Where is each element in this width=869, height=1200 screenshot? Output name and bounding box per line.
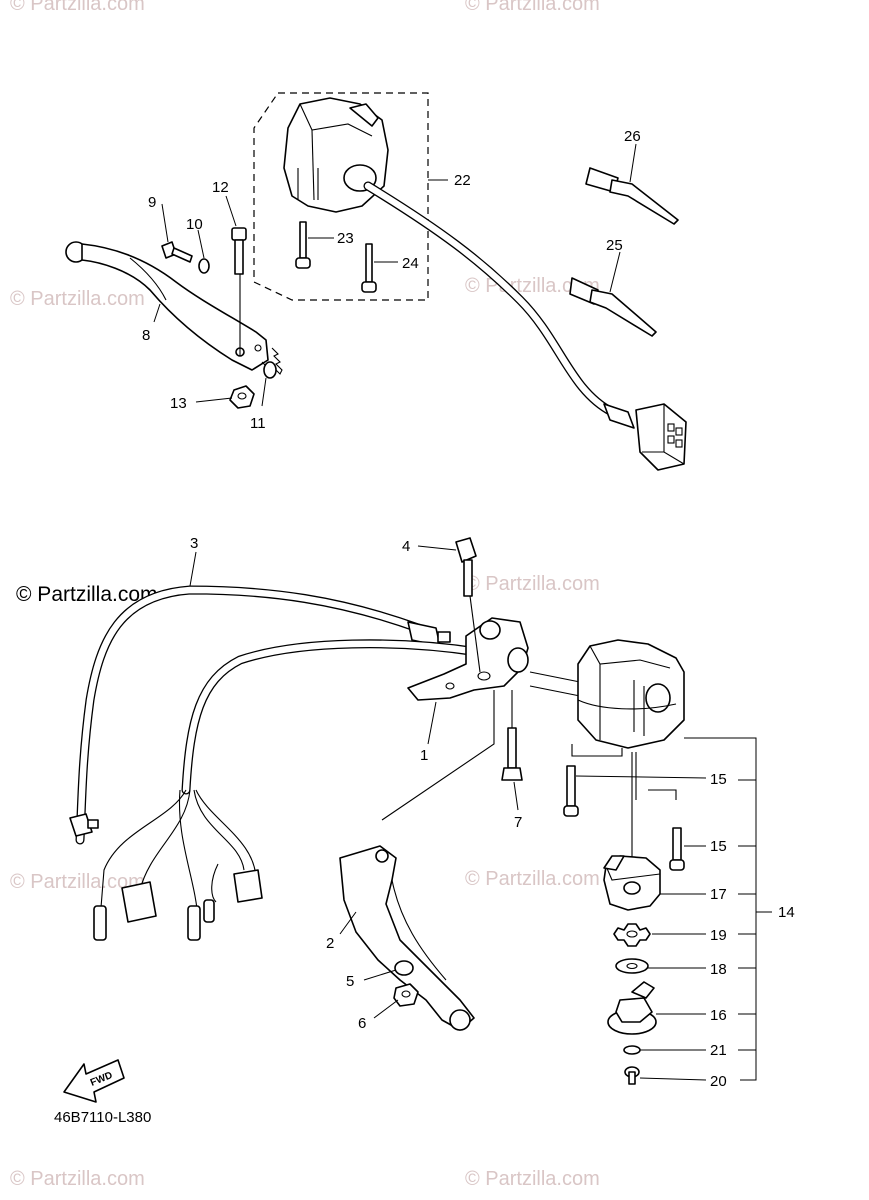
fwd-arrow-icon: FWD [63, 1059, 125, 1103]
screw-20 [624, 1066, 640, 1085]
switch-group-outline [253, 92, 429, 301]
callout-21: 21 [710, 1042, 727, 1059]
lever-right [339, 845, 475, 1031]
spring-11 [261, 347, 283, 379]
screw-15-upper [563, 765, 579, 817]
watermark: © Partzilla.com [10, 871, 145, 893]
lever-left [65, 241, 269, 371]
callout-10: 10 [186, 216, 203, 233]
callout-19: 19 [710, 927, 727, 944]
callout-26: 26 [624, 128, 641, 145]
watermark: © Partzilla.com [465, 573, 600, 595]
cable-tie-26 [585, 167, 679, 225]
callout-12: 12 [212, 179, 229, 196]
callout-9: 9 [148, 194, 156, 211]
watermark: © Partzilla.com [10, 288, 145, 310]
callout-8: 8 [142, 327, 150, 344]
diagram-code: 46B7110-L380 [54, 1109, 151, 1126]
callout-13: 13 [170, 395, 187, 412]
callout-25: 25 [606, 237, 623, 254]
callout-22: 22 [454, 172, 471, 189]
callout-14: 14 [778, 904, 795, 921]
washer-10 [198, 258, 210, 274]
bolt-9 [161, 241, 193, 263]
callout-4: 4 [402, 538, 410, 555]
lever-holder [407, 617, 529, 701]
washer-18 [615, 958, 649, 974]
watermark: © Partzilla.com [465, 868, 600, 890]
watermark: © Partzilla.com [10, 0, 145, 15]
wire-harness [93, 639, 483, 941]
callout-23: 23 [337, 230, 354, 247]
lever-pivot-guide [381, 690, 495, 821]
switch-screw-guide [571, 744, 623, 757]
callout-5: 5 [346, 973, 354, 990]
switch-housing-17 [603, 855, 661, 911]
switch-connector [603, 403, 687, 471]
callout-11: 11 [250, 415, 266, 432]
clutch-cable [75, 585, 423, 845]
callout-16: 16 [710, 1007, 727, 1024]
bolt-4-axis [469, 595, 481, 673]
bolt-4 [455, 537, 477, 597]
callout-6: 6 [358, 1015, 366, 1032]
callout-15-lower: 15 [710, 838, 727, 855]
bolt-12 [231, 227, 247, 275]
nut-6 [393, 983, 419, 1007]
watermark-main: © Partzilla.com [16, 583, 158, 606]
callout-7: 7 [514, 814, 522, 831]
watermark: © Partzilla.com [10, 1168, 145, 1190]
bolt-7 [501, 727, 523, 781]
callout-17: 17 [710, 886, 727, 903]
cable-connector [69, 813, 99, 837]
cable-tie-25 [569, 277, 657, 337]
switch-part-guide [635, 752, 677, 800]
washer-21 [623, 1045, 641, 1055]
screw-24 [361, 243, 377, 293]
callout-18: 18 [710, 961, 727, 978]
watermark: © Partzilla.com [465, 0, 600, 15]
callout-15-upper: 15 [710, 771, 727, 788]
handlebar-switch-right [577, 639, 685, 749]
callout-2: 2 [326, 935, 334, 952]
callout-24: 24 [402, 255, 419, 272]
nut-13 [229, 385, 255, 409]
handlebar-switch-left [283, 97, 389, 213]
o-ring-5 [394, 960, 414, 976]
screw-23 [295, 221, 311, 269]
switch-knob-16 [607, 981, 657, 1035]
callouts: 9 10 12 8 13 11 22 23 24 26 25 3 4 1 7 2 [142, 128, 795, 1090]
watermark: © Partzilla.com [465, 1168, 600, 1190]
watermark-layer: © Partzilla.com © Partzilla.com © Partzi… [10, 0, 600, 1190]
callout-3: 3 [190, 535, 198, 552]
lock-washer-19 [613, 923, 651, 947]
handlebar [529, 671, 581, 697]
callout-1: 1 [420, 747, 428, 764]
screw-15-lower [669, 827, 685, 871]
callout-20: 20 [710, 1073, 727, 1090]
